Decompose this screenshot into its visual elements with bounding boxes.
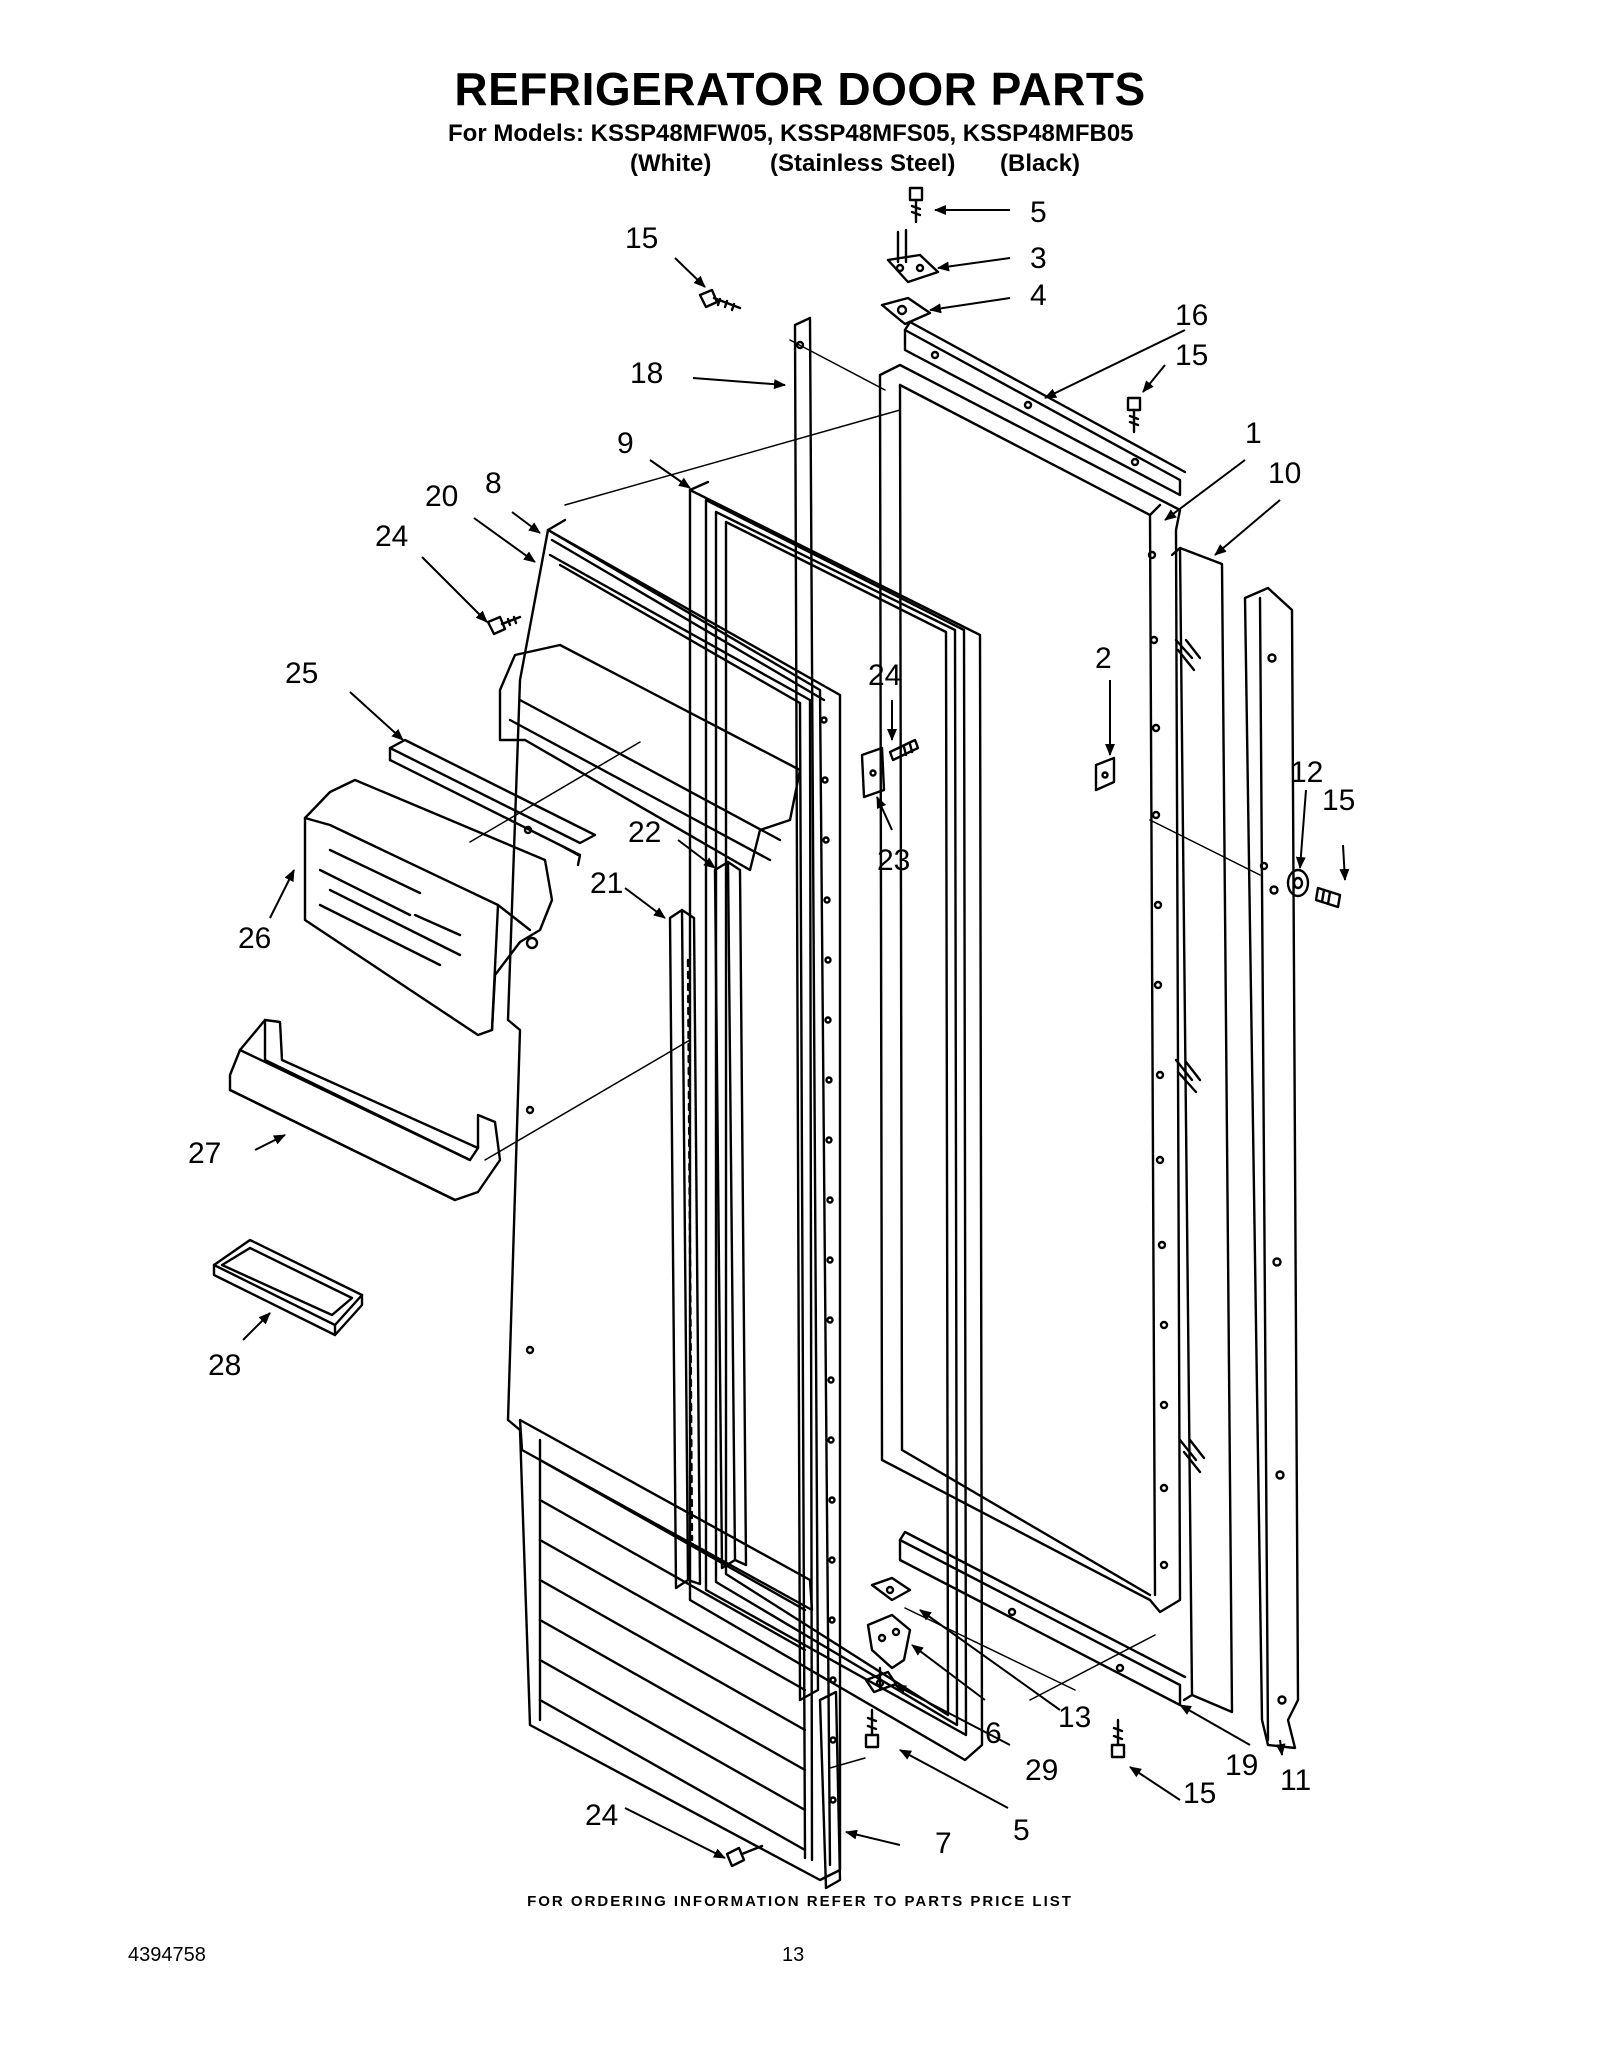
callout-6: 6 xyxy=(985,1717,1002,1750)
hinge-side-strip-part-18 xyxy=(789,316,886,1702)
page-number: 13 xyxy=(782,1944,805,1966)
callout-16: 16 xyxy=(1175,299,1208,332)
models-line: For Models: KSSP48MFW05, KSSP48MFS05, KS… xyxy=(448,120,1134,147)
insulation-panel-part-10 xyxy=(1170,546,1234,1714)
door-gasket-part-9 xyxy=(688,480,984,1762)
screw-part-15-top-left xyxy=(698,288,742,312)
liner-edge-part-8 xyxy=(546,528,837,1867)
callout-9: 9 xyxy=(617,427,634,460)
callout-19: 19 xyxy=(1225,1749,1258,1782)
finish-stainless-label: (Stainless Steel) xyxy=(770,150,956,177)
callout-18: 18 xyxy=(630,357,663,390)
utility-tray-part-28 xyxy=(212,1238,364,1337)
callout-11: 11 xyxy=(1280,1764,1311,1797)
callout-27: 27 xyxy=(188,1137,221,1170)
callout-24-top: 24 xyxy=(375,520,408,553)
screw-part-24-bottom xyxy=(725,1844,764,1868)
callout-15-bottom: 15 xyxy=(1183,1777,1216,1810)
finish-white-label: (White) xyxy=(630,150,712,177)
outer-door-panel-part-11 xyxy=(1243,586,1300,1750)
callout-15-top-left: 15 xyxy=(625,222,658,255)
hinge-screw-part-5-bottom xyxy=(864,1708,880,1749)
callout-4: 4 xyxy=(1030,279,1047,312)
callout-7: 7 xyxy=(935,1827,952,1860)
dairy-compartment-part-26 xyxy=(303,778,554,1037)
callout-10: 10 xyxy=(1268,457,1301,490)
screw-part-15-right xyxy=(1314,886,1342,909)
callout-15-right: 15 xyxy=(1322,784,1355,817)
trim-strip-part-22 xyxy=(713,860,748,1570)
bracket-part-2 xyxy=(1094,756,1116,792)
callout-labels: 5 3 4 15 16 15 18 1 9 10 8 20 24 2 25 24… xyxy=(188,196,1355,1860)
shelf-rail-part-25 xyxy=(388,738,597,867)
door-bin-part-27 xyxy=(228,1018,502,1202)
finish-black-label: (Black) xyxy=(1000,150,1081,177)
bottom-channel-part-19 xyxy=(898,1530,1187,1707)
hinge-bushing-part-29 xyxy=(864,1670,898,1694)
clip-part-23 xyxy=(860,746,886,799)
callout-21: 21 xyxy=(590,867,623,900)
document-number: 4394758 xyxy=(128,1944,206,1966)
screw-part-15-bottom xyxy=(1110,1718,1126,1759)
callout-26: 26 xyxy=(238,922,271,955)
callout-20: 20 xyxy=(425,480,458,513)
trim-strip-part-21 xyxy=(668,908,702,1590)
screw-part-24-mid xyxy=(888,738,920,762)
inner-liner-part-20 xyxy=(506,518,842,1882)
screw-part-15-top-right xyxy=(1126,396,1142,434)
bottom-hinge-plate-part-13 xyxy=(870,1576,912,1602)
top-hinge-part-3 xyxy=(886,228,940,284)
callout-28: 28 xyxy=(208,1349,241,1382)
screw-part-24-top xyxy=(486,615,522,636)
callout-arrows xyxy=(242,205,1350,1859)
callout-15-top-right: 15 xyxy=(1175,339,1208,372)
callout-25: 25 xyxy=(285,657,318,690)
door-frame-part-1 xyxy=(878,363,1182,1614)
hinge-screw-part-5 xyxy=(908,186,924,224)
ordering-info-note: FOR ORDERING INFORMATION REFER TO PARTS … xyxy=(527,1893,1073,1910)
leader-lines xyxy=(469,409,1261,1769)
callout-24-mid: 24 xyxy=(868,659,901,692)
callout-13: 13 xyxy=(1058,1701,1091,1734)
bottom-hinge-part-6 xyxy=(866,1613,912,1690)
callout-2: 2 xyxy=(1095,642,1112,675)
page-title: REFRIGERATOR DOOR PARTS xyxy=(454,63,1146,115)
callout-29: 29 xyxy=(1025,1754,1058,1787)
callout-5-bottom: 5 xyxy=(1013,1814,1030,1847)
door-end-strip-part-7 xyxy=(818,1690,842,1890)
callout-24-bottom: 24 xyxy=(585,1799,618,1832)
hinge-shim-part-4 xyxy=(880,296,932,326)
liner-ribs xyxy=(518,1418,814,1852)
callout-22: 22 xyxy=(628,816,661,849)
callout-5-top: 5 xyxy=(1030,196,1047,229)
callout-12: 12 xyxy=(1290,756,1323,789)
callout-8: 8 xyxy=(485,467,502,500)
callout-3: 3 xyxy=(1030,242,1047,275)
liner-top-rail xyxy=(498,643,802,872)
callout-23: 23 xyxy=(877,844,910,877)
washer-part-12 xyxy=(1286,868,1310,898)
callout-1: 1 xyxy=(1245,417,1262,450)
